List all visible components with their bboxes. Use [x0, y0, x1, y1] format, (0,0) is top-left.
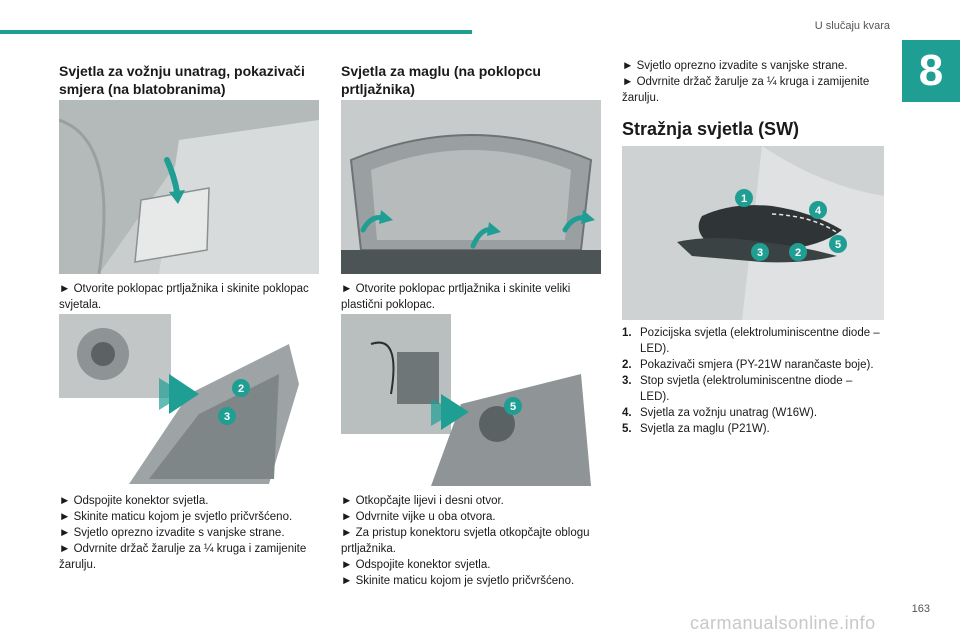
page-number: 163 [911, 603, 930, 615]
rear-cluster-illustration: 1 4 3 2 5 [622, 146, 884, 320]
column-reversing-indicator-lights: Svjetla za vožnju unatrag, pokazivači sm… [59, 62, 321, 98]
rear-lamp-illustration: 2 3 [59, 314, 299, 484]
step-open-boot-remove-cover: ► Otvorite poklopac prtljažnika i skinit… [59, 283, 309, 311]
callout-5: 5 [835, 239, 841, 251]
figure-fog-lamp-unit: 5 [341, 314, 601, 486]
callout-3: 3 [757, 247, 763, 259]
watermark: carmanualsonline.info [690, 613, 876, 633]
figure-rear-lamp-unit: 2 3 [59, 314, 319, 486]
step-line: ► Odspojite konektor svjetla. [341, 559, 491, 571]
rear-lights-legend: 1.Pozicijska svjetla (elektroluminiscent… [622, 325, 884, 437]
fog-lamp-illustration: 5 [341, 314, 591, 486]
heading-reversing-lights: Svjetla za vožnju unatrag, pokazivači sm… [59, 63, 305, 97]
list-item: 4.Svjetla za vožnju unatrag (W16W). [622, 407, 818, 419]
list-item: 3.Stop svjetla (elektroluminiscentne dio… [622, 375, 853, 403]
section-title: U slučaju kvara [814, 20, 890, 32]
callout-4: 4 [815, 205, 822, 217]
callout-5: 5 [510, 401, 516, 413]
steps-reversing-lights: ► Odspojite konektor svjetla. ► Skinite … [59, 493, 321, 573]
boot-cover-illustration [59, 100, 319, 274]
callout-2: 2 [795, 247, 801, 259]
step-line: ► Odvrnite držač žarulje za ¼ kruga i za… [622, 76, 870, 104]
steps-fog-lights: ► Otkopčajte lijevi i desni otvor. ► Odv… [341, 493, 603, 589]
tailgate-illustration [341, 100, 601, 274]
callout-1: 1 [741, 193, 747, 205]
figure-boot-side-cover [59, 100, 319, 274]
step-line: ► Odvrnite vijke u oba otvora. [341, 511, 496, 523]
list-item: 5.Svjetla za maglu (P21W). [622, 423, 770, 435]
step-line: ► Odspojite konektor svjetla. [59, 495, 209, 507]
step-line: ► Skinite maticu kojom je svjetlo pričvr… [341, 575, 575, 587]
header-accent-bar [0, 30, 472, 34]
step-open-boot-remove-large-cover: ► Otvorite poklopac prtljažnika i skinit… [341, 283, 571, 311]
figure-rear-light-cluster-sw: 1 4 3 2 5 [622, 146, 884, 320]
heading-rear-lights-sw: Stražnja svjetla (SW) [622, 119, 800, 139]
list-item: 2.Pokazivači smjera (PY-21W narančaste b… [622, 359, 874, 371]
column-fog-lights: Svjetla za maglu (na poklopcu prtljažnik… [341, 62, 603, 98]
step-line: ► Skinite maticu kojom je svjetlo pričvr… [59, 511, 293, 523]
figure-tailgate-inner-trim [341, 100, 601, 274]
step-line: ► Svjetlo oprezno izvadite s vanjske str… [59, 527, 285, 539]
step-line: ► Svjetlo oprezno izvadite s vanjske str… [622, 60, 848, 72]
list-item: 1.Pozicijska svjetla (elektroluminiscent… [622, 327, 880, 355]
callout-3: 3 [224, 411, 230, 423]
callout-2: 2 [238, 383, 244, 395]
heading-fog-lights: Svjetla za maglu (na poklopcu prtljažnik… [341, 63, 541, 97]
column-rear-lights-sw: ► Svjetlo oprezno izvadite s vanjske str… [622, 58, 884, 140]
step-line: ► Za pristup konektoru svjetla otkopčajt… [341, 527, 590, 555]
chapter-number-badge: 8 [902, 40, 960, 102]
step-line: ► Odvrnite držač žarulje za ¼ kruga i za… [59, 543, 307, 571]
step-line: ► Otkopčajte lijevi i desni otvor. [341, 495, 504, 507]
